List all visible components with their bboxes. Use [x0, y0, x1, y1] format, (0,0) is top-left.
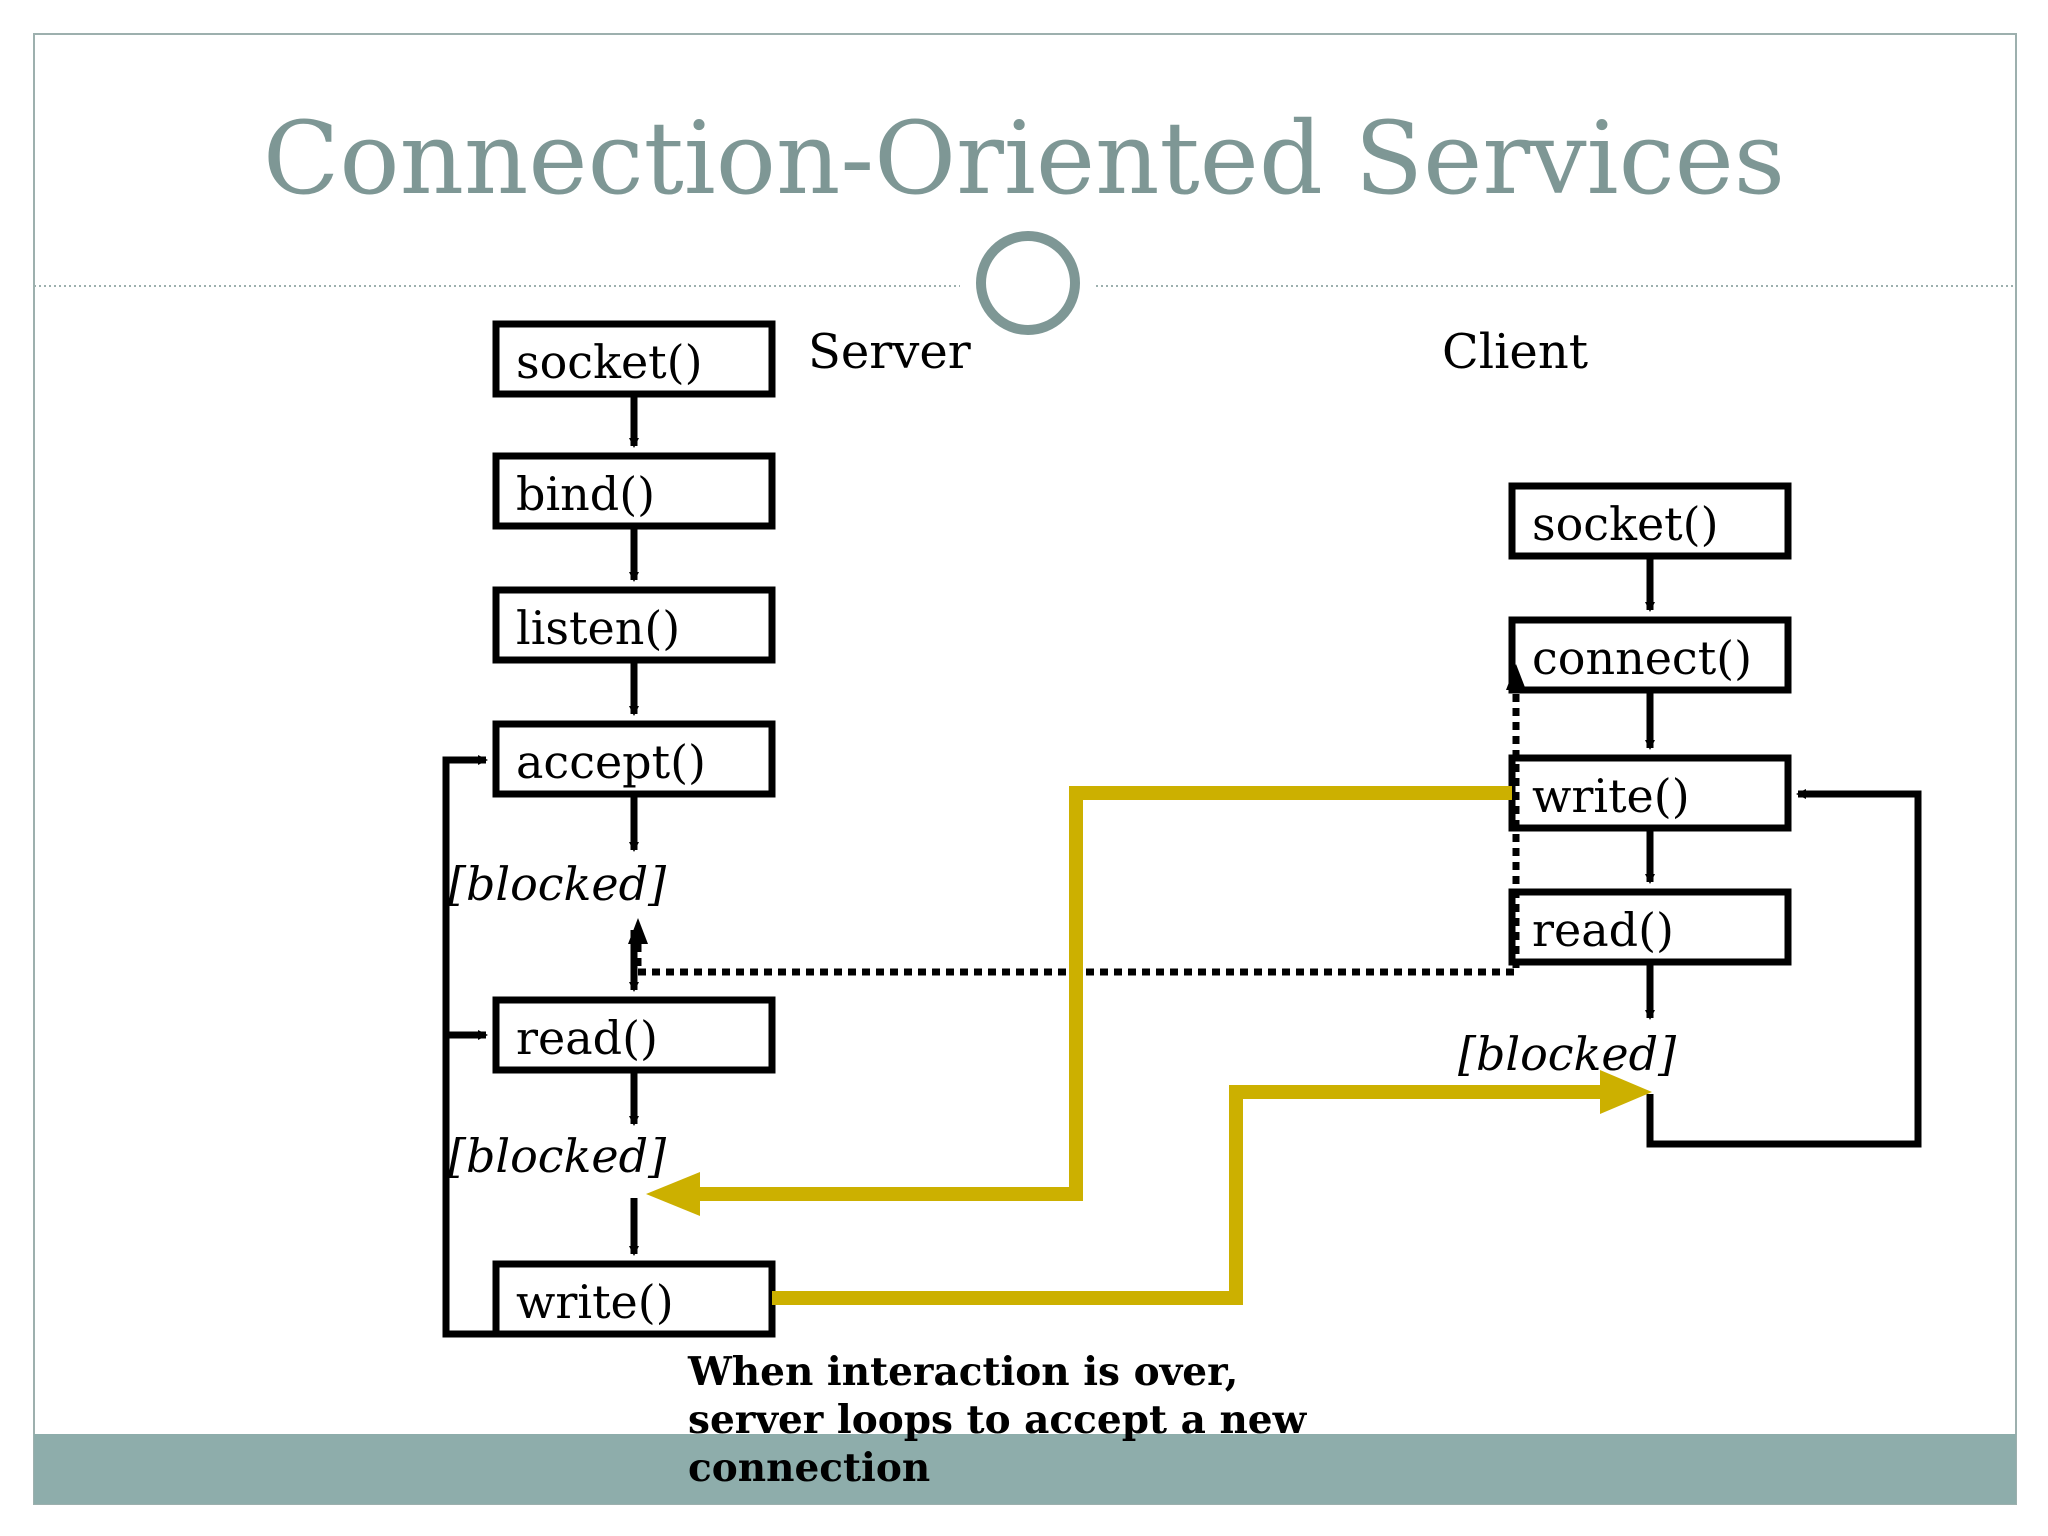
client-step-socket: socket() [1532, 497, 1719, 551]
server-step-accept: accept() [516, 735, 706, 789]
separator-circle [976, 231, 1080, 335]
server-blocked-1: [blocked] [448, 857, 666, 911]
client-step-connect: connect() [1532, 631, 1752, 685]
server-step-read: read() [516, 1011, 658, 1065]
handshake-arrowhead-server [628, 918, 648, 944]
footnote: When interaction is over, server loops t… [688, 1349, 1307, 1491]
client-step-read: read() [1532, 903, 1674, 957]
server-blocked-2: [blocked] [448, 1129, 666, 1183]
server-step-listen: listen() [516, 601, 680, 655]
server-step-write: write() [516, 1275, 674, 1329]
dataflow-server-to-client-head [1600, 1070, 1652, 1114]
dataflow-client-to-server-head [646, 1172, 700, 1216]
client-flow [1508, 482, 1922, 1148]
client-blocked: [blocked] [1458, 1027, 1676, 1081]
server-step-socket: socket() [516, 335, 703, 389]
dataflow-server-to-client [772, 1085, 1602, 1305]
slide-title: Connection-Oriented Services [262, 100, 1786, 217]
server-label: Server [808, 324, 971, 380]
server-step-bind: bind() [516, 467, 655, 521]
client-label: Client [1442, 324, 1588, 380]
client-step-write: write() [1532, 769, 1690, 823]
handshake-arrowhead-client [1506, 664, 1526, 690]
client-loop-line [1646, 789, 1922, 1148]
dataflow-client-to-server [700, 786, 1512, 1201]
slide-frame [33, 33, 2017, 1505]
footer-bar [34, 1434, 2016, 1504]
server-loop-line [442, 755, 496, 1338]
